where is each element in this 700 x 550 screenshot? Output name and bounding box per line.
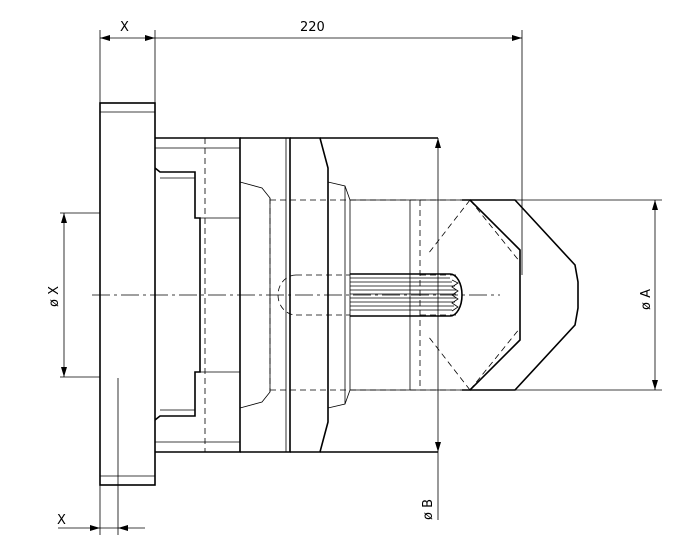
dim-bottom-offset: X: [57, 378, 145, 535]
gearbox-body: [92, 102, 579, 486]
dim-label-bottom-x: X: [57, 513, 66, 528]
mounting-flange: [99, 102, 156, 486]
dim-label-phi-b: ø B: [421, 499, 436, 520]
dimensions: X 220 ø X ø A: [47, 20, 662, 535]
dim-pilot-diameter: ø X: [47, 212, 100, 378]
dim-label-top-x: X: [120, 20, 129, 35]
dim-shaft-diameter: ø A: [470, 199, 662, 391]
dim-label-220: 220: [300, 20, 325, 35]
dim-label-phi-a: ø A: [639, 289, 654, 310]
dim-overall-length: 220: [155, 20, 523, 275]
dim-label-phi-x: ø X: [47, 286, 62, 307]
dim-top-flange-width: X: [99, 20, 156, 103]
output-shaft: [427, 199, 579, 391]
dim-body-diameter: ø B: [421, 138, 441, 520]
